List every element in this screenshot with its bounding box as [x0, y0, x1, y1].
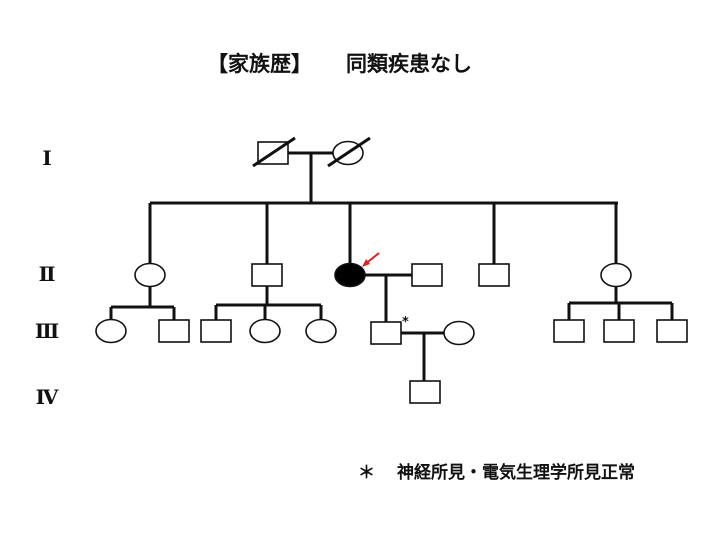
- title-label: 【家族歴】: [207, 52, 312, 76]
- male-square: [553, 319, 585, 343]
- generation-label-1: Ⅰ: [42, 146, 52, 170]
- affected-female-circle: [334, 262, 366, 288]
- male-square: [411, 263, 443, 287]
- footnote-marker: ＊: [358, 463, 375, 483]
- male-square: [158, 319, 190, 343]
- male-square: [656, 319, 688, 343]
- footnote: ＊ 神経所見・電気生理学所見正常: [358, 458, 635, 483]
- generation-label-3: Ⅲ: [34, 319, 60, 343]
- generation-label-4: Ⅳ: [35, 385, 59, 409]
- proband-arrowhead: [362, 259, 370, 267]
- female-circle: [249, 318, 281, 344]
- title-text: 同類疾患なし: [346, 52, 472, 76]
- female-circle: [305, 318, 337, 344]
- female-circle: [134, 262, 166, 288]
- male-square: [200, 319, 232, 343]
- female-circle: [443, 320, 475, 346]
- female-circle: [95, 318, 127, 344]
- annotation-marker: *: [402, 315, 409, 330]
- male-square: [251, 263, 283, 287]
- female-circle: [600, 262, 632, 288]
- male-square: [603, 319, 635, 343]
- male-square: [409, 380, 441, 404]
- deceased-slash: [327, 136, 371, 168]
- male-square: [370, 321, 402, 345]
- deceased-slash: [252, 136, 296, 168]
- male-square: [478, 263, 510, 287]
- generation-label-2: Ⅱ: [38, 262, 56, 286]
- footnote-text: 神経所見・電気生理学所見正常: [397, 463, 635, 483]
